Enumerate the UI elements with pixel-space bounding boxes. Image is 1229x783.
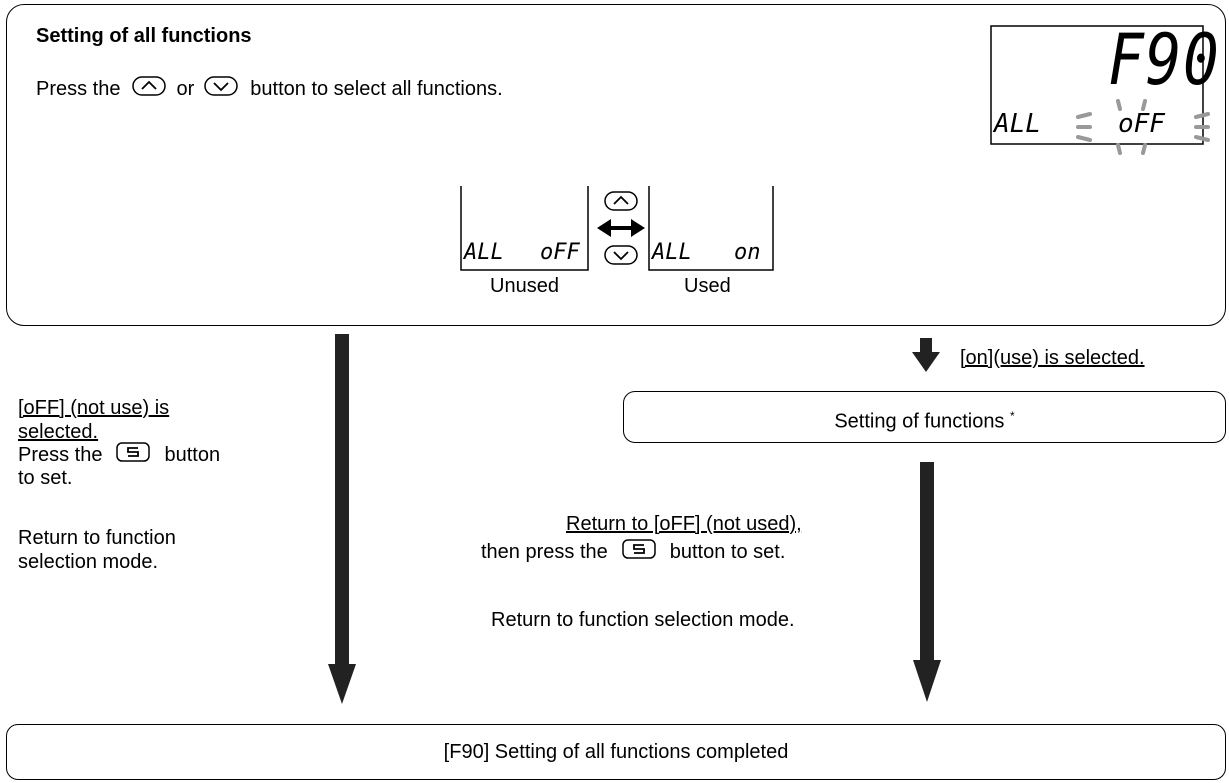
lcd-sub-left: ALL xyxy=(994,109,1041,139)
right-return-selection: Return to function selection mode. xyxy=(491,609,795,631)
left-return-line1: Return to function xyxy=(18,527,176,549)
instruction-line: Press the or button to select all functi… xyxy=(36,76,503,102)
right-press-line: then press the button to set. xyxy=(481,539,785,565)
off-selected-line1: [oFF] (not use) is xyxy=(18,397,170,419)
return-to-off: Return to [oFF] (not used), xyxy=(566,513,802,535)
double-arrow-icon xyxy=(597,219,645,237)
used-display-frame xyxy=(648,186,774,271)
used-display-right: on xyxy=(734,240,761,265)
setting-functions-label: Setting of functions * xyxy=(623,404,1226,434)
set-s-icon xyxy=(622,539,656,559)
setting-functions-box xyxy=(623,391,1226,443)
lcd-display-main: F90 ALL oFF xyxy=(990,19,1219,155)
used-caption: Used xyxy=(684,275,731,297)
setting-functions-text: Setting of functions xyxy=(834,410,1005,433)
completed-box xyxy=(6,724,1226,780)
unused-display-right: oFF xyxy=(540,240,580,265)
used-display-left: ALL xyxy=(652,240,692,265)
right-short-arrow-icon xyxy=(912,338,940,372)
unused-caption: Unused xyxy=(490,275,559,297)
chevron-down-icon xyxy=(204,76,239,96)
right-press-pre: then press the xyxy=(481,541,608,563)
instruction-mid: or xyxy=(176,78,195,100)
toggle-arrow-group xyxy=(595,190,647,270)
left-press-line: Press the button xyxy=(18,442,220,468)
up-button[interactable] xyxy=(132,76,167,102)
instruction-pre: Press the xyxy=(36,78,121,100)
left-return-line2: selection mode. xyxy=(18,551,159,573)
set-s-icon xyxy=(116,442,151,462)
lcd-display-frame xyxy=(990,25,1204,145)
completed-label: [F90] Setting of all functions completed xyxy=(443,741,789,763)
blink-indicator-icon xyxy=(1076,99,1210,155)
instruction-post: button to select all functions. xyxy=(250,78,503,100)
left-press-pre: Press the xyxy=(18,444,103,466)
asterisk-note: * xyxy=(1010,409,1015,423)
down-button[interactable] xyxy=(204,76,239,102)
right-press-post: button to set. xyxy=(669,541,786,563)
right-down-arrow-icon xyxy=(913,462,941,702)
down-small-button[interactable] xyxy=(604,245,638,265)
right-set-button[interactable] xyxy=(622,539,656,565)
chevron-up-icon xyxy=(132,76,167,96)
on-selected-label: [on](use) is selected. xyxy=(960,347,1145,369)
left-set-button[interactable] xyxy=(116,442,151,468)
off-selected-line2: selected. xyxy=(18,421,99,443)
left-press-post: button xyxy=(164,444,221,466)
panel-title: Setting of all functions xyxy=(36,25,252,47)
unused-display-left: ALL xyxy=(464,240,504,265)
toggle-controls xyxy=(597,191,645,265)
lcd-main-readout: F90 xyxy=(1108,19,1221,101)
left-down-arrow-icon xyxy=(328,334,356,704)
unused-display-frame xyxy=(460,186,589,271)
lcd-display-used: ALL on xyxy=(648,186,776,271)
up-small-button[interactable] xyxy=(604,191,638,211)
lcd-display-unused: ALL oFF xyxy=(460,186,590,271)
lcd-sub-right: oFF xyxy=(1118,109,1165,139)
left-to-set: to set. xyxy=(18,467,73,489)
